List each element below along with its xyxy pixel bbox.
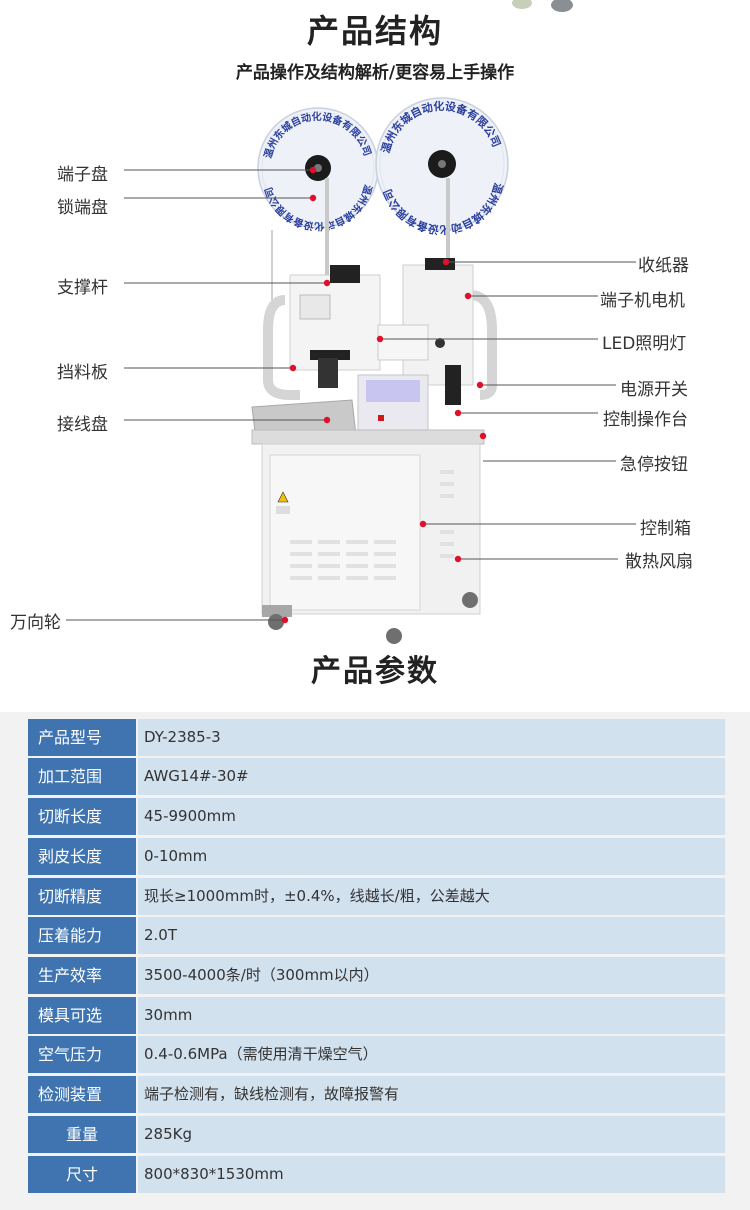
- label-cooling-fan: 散热风扇: [625, 552, 693, 572]
- table-row: 检测装置端子检测有，缺线检测有，故障报警有: [28, 1076, 725, 1113]
- label-terminal-motor: 端子机电机: [600, 291, 685, 311]
- param-value: 2.0T: [138, 917, 725, 954]
- decor-parts-image: [512, 0, 573, 12]
- param-value: 30mm: [138, 997, 725, 1034]
- machine-image: 温州东城自动化设备有限公司 温州东城自动化设备有限公司 温州东城自动化设备有限公…: [66, 97, 636, 644]
- left-reel: 温州东城自动化设备有限公司 温州东城自动化设备有限公司: [257, 107, 379, 233]
- params-title: 产品参数: [311, 654, 439, 689]
- label-power-switch: 电源开关: [620, 380, 688, 400]
- param-value: 0.4-0.6MPa（需使用清干燥空气）: [138, 1036, 725, 1073]
- param-key: 剥皮长度: [28, 838, 136, 875]
- page-subtitle: 产品操作及结构解析/更容易上手操作: [235, 63, 515, 83]
- param-value: 端子检测有，缺线检测有，故障报警有: [138, 1076, 725, 1113]
- param-value: AWG14#-30#: [138, 758, 725, 795]
- label-lock-disc: 锁端盘: [57, 198, 108, 218]
- param-key: 重量: [28, 1116, 136, 1153]
- param-key: 压着能力: [28, 917, 136, 954]
- param-value: 3500-4000条/时（300mm以内）: [138, 957, 725, 994]
- label-caster: 万向轮: [10, 613, 61, 633]
- label-wire-tray: 接线盘: [57, 415, 108, 435]
- param-value: 285Kg: [138, 1116, 725, 1153]
- param-key: 切断长度: [28, 798, 136, 835]
- param-key: 切断精度: [28, 878, 136, 915]
- param-value: 800*830*1530mm: [138, 1156, 725, 1193]
- param-key: 检测装置: [28, 1076, 136, 1113]
- param-value: DY-2385-3: [138, 719, 725, 756]
- label-led-light: LED照明灯: [602, 334, 687, 354]
- param-key: 模具可选: [28, 997, 136, 1034]
- param-value: 0-10mm: [138, 838, 725, 875]
- param-value: 现长≥1000mm时，±0.4%，线越长/粗，公差越大: [138, 878, 725, 915]
- param-key: 加工范围: [28, 758, 136, 795]
- param-key: 尺寸: [28, 1156, 136, 1193]
- label-baffle: 挡料板: [57, 363, 108, 383]
- param-key: 生产效率: [28, 957, 136, 994]
- param-key: 产品型号: [28, 719, 136, 756]
- label-paper-collector: 收纸器: [638, 256, 689, 276]
- label-emergency-stop: 急停按钮: [620, 455, 688, 475]
- param-key: 空气压力: [28, 1036, 136, 1073]
- label-control-box: 控制箱: [640, 519, 691, 539]
- label-terminal-disc: 端子盘: [57, 165, 108, 185]
- label-support-rod: 支撑杆: [57, 278, 108, 298]
- param-value: 45-9900mm: [138, 798, 725, 835]
- right-reel: 温州东城自动化设备有限公司 温州东城自动化设备有限公司: [375, 97, 509, 237]
- label-control-panel: 控制操作台: [603, 410, 688, 430]
- page-title: 产品结构: [306, 12, 443, 50]
- table-row: 切断精度现长≥1000mm时，±0.4%，线越长/粗，公差越大: [28, 878, 725, 915]
